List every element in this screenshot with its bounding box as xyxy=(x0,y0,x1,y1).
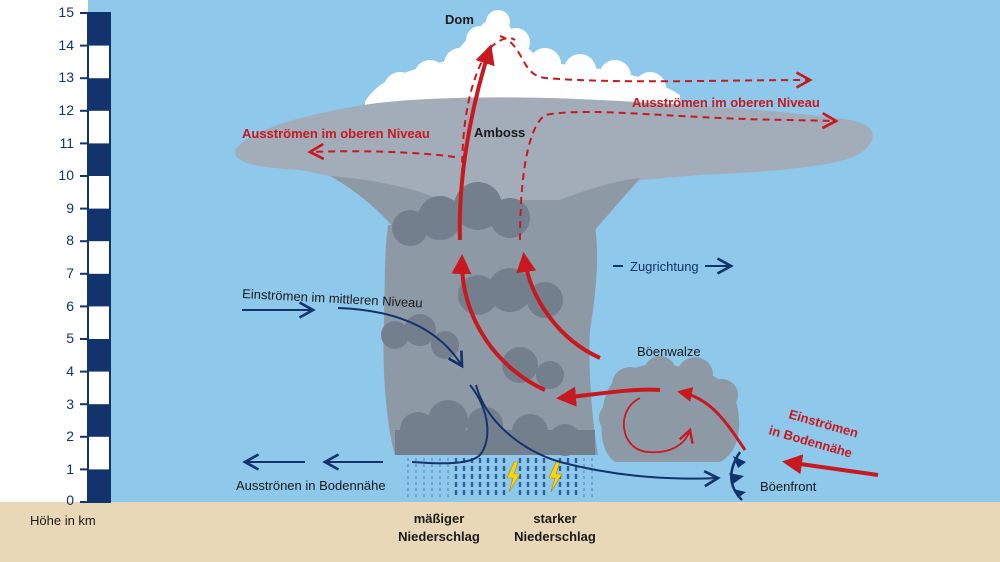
ground xyxy=(0,502,1000,562)
gust-front xyxy=(729,451,746,501)
label-outflow-ground: Ausströnen in Bodennähe xyxy=(236,478,386,493)
label-boenwalze: Böenwalze xyxy=(637,344,701,359)
axis-tick-label: 6 xyxy=(66,298,74,314)
updraft-side xyxy=(556,386,661,407)
downdraft-right xyxy=(475,384,721,488)
red-outflow-arrows xyxy=(307,35,839,241)
inflow-mid-curve xyxy=(337,307,464,369)
label-dom: Dom xyxy=(445,12,474,27)
axis-tick-label: 8 xyxy=(66,232,74,248)
label-amboss: Amboss xyxy=(474,125,525,140)
axis-tick-label: 15 xyxy=(58,4,74,20)
outflow-left-dash xyxy=(307,142,456,161)
outflow-upper-right-dash xyxy=(499,35,813,89)
precipitation-area xyxy=(407,458,593,498)
cloud-tower xyxy=(381,182,598,456)
axis-tick-label: 2 xyxy=(66,428,74,444)
axis-tick-label: 10 xyxy=(58,167,74,183)
roll-arrow-outer xyxy=(677,387,747,451)
axis-tick-label: 14 xyxy=(58,37,74,53)
left-margin xyxy=(0,0,88,502)
axis-tick-label: 5 xyxy=(66,330,74,346)
lightning-icon xyxy=(506,461,563,493)
label-outflow-upper-right: Ausströmen im oberen Niveau xyxy=(632,95,820,110)
downdraft-left xyxy=(411,384,489,465)
axis-tick-label: 11 xyxy=(59,135,74,151)
axis-tick-label: 4 xyxy=(66,363,74,379)
outflow-right-lower-dash xyxy=(519,111,839,241)
axis-tick-label: 1 xyxy=(66,461,74,477)
inflow-ground-arrow xyxy=(782,454,879,477)
label-boenfront: Böenfront xyxy=(760,479,817,494)
axis-tick-label: 0 xyxy=(66,492,74,508)
label-precip-heavy-2: Niederschlag xyxy=(514,529,596,544)
updraft-main xyxy=(457,44,495,241)
axis-tick-label: 12 xyxy=(58,102,74,118)
label-precip-moderate-1: mäßiger xyxy=(414,511,465,526)
updraft-lower-left xyxy=(451,254,546,392)
height-axis: 0 1 2 3 4 5 6 7 8 9 10 11 12 13 14 15 Hö… xyxy=(30,4,111,528)
red-updraft-arrows xyxy=(451,44,879,477)
red-roll-arrows xyxy=(623,397,694,454)
axis-tick-label: 3 xyxy=(66,396,74,412)
blue-flow-arrows xyxy=(242,257,734,488)
label-precip-heavy-1: starker xyxy=(533,511,576,526)
cloud-dome xyxy=(365,10,680,108)
label-outflow-upper-left: Ausströmen im oberen Niveau xyxy=(242,126,430,141)
label-zugrichtung: Zugrichtung xyxy=(630,259,699,274)
axis-title: Höhe in km xyxy=(30,513,96,528)
axis-tick-label: 13 xyxy=(58,69,74,85)
axis-tick-label: 7 xyxy=(66,265,74,281)
label-precip-moderate-2: Niederschlag xyxy=(398,529,480,544)
updraft-lower-right xyxy=(516,252,601,360)
axis-tick-label: 9 xyxy=(66,200,74,216)
